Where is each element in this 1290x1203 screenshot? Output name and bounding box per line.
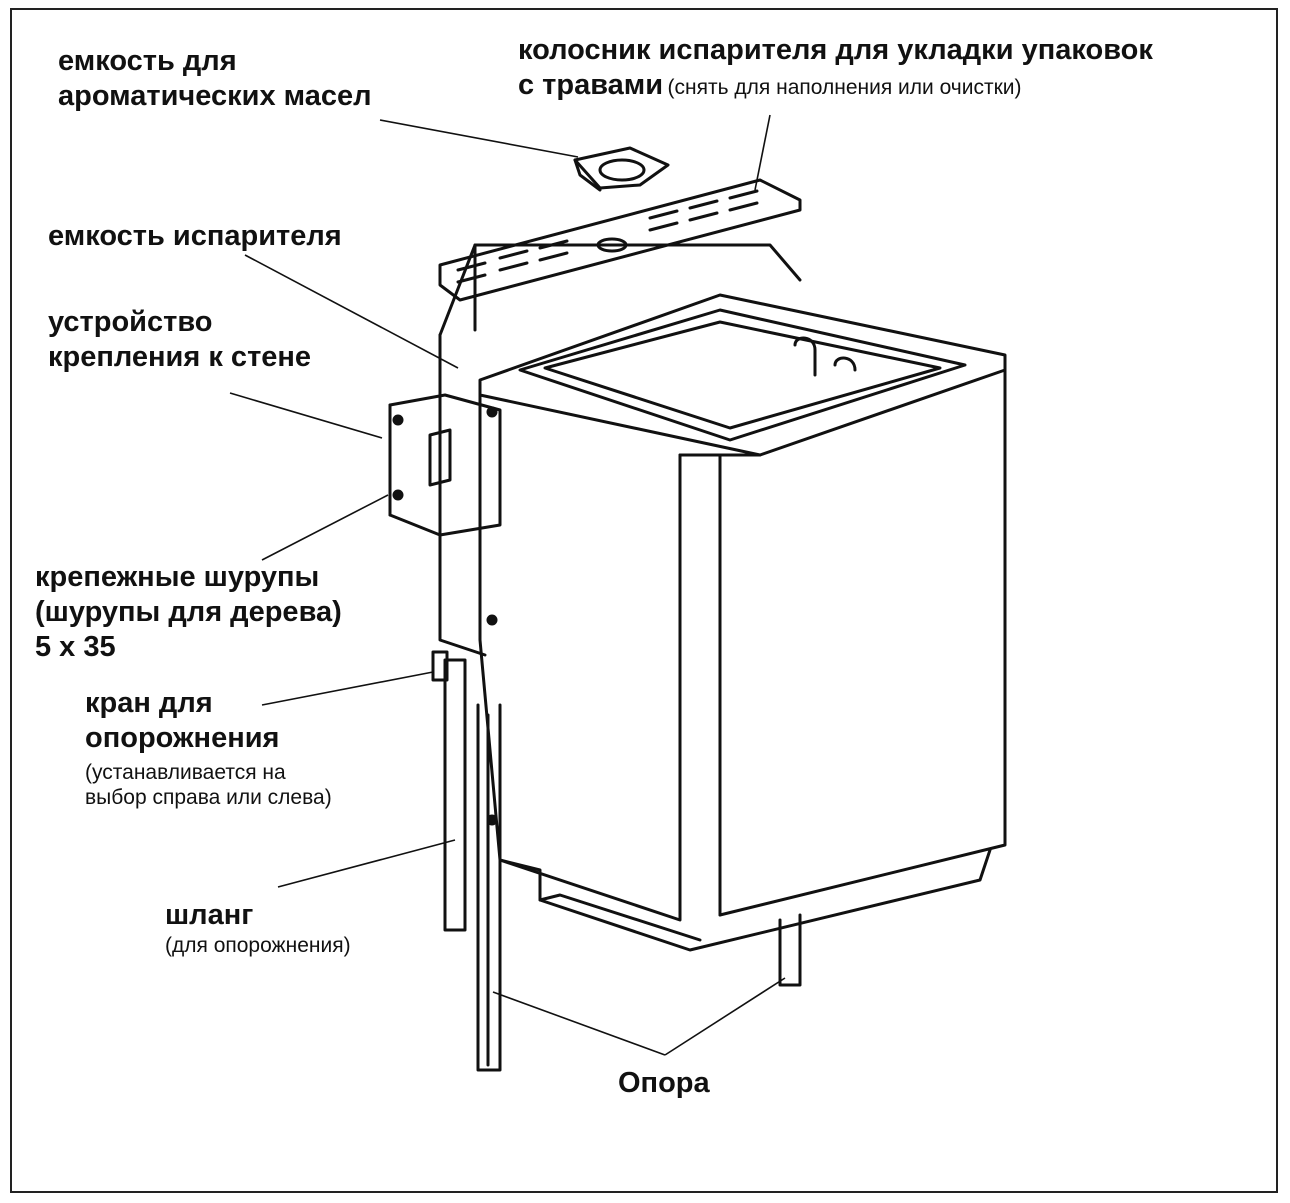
hose-label-note: (для опорожнения) [165, 933, 351, 957]
heater-body [478, 293, 1007, 952]
screws-label: крепежные шурупы (шурупы для дерева) 5 х… [35, 560, 342, 664]
screws-label-line1: крепежные шурупы [35, 561, 320, 593]
wall-mount-label-line2: крепления к стене [48, 340, 312, 373]
herb-grate-label: колосник испарителя для укладки упаковок… [518, 33, 1153, 103]
evaporator-label: емкость испарителя [48, 220, 342, 252]
hose-label-title: шланг [165, 899, 254, 931]
aroma-cup-label: емкость для ароматических масел [58, 44, 372, 114]
drain-tap-label: кран для опорожнения (устанавливается на… [85, 686, 332, 810]
wall-mount-label: устройство крепления к стене [48, 305, 311, 375]
evaporator-container [438, 243, 802, 657]
drain-tap-label-line1: кран для [85, 687, 213, 719]
herb-grate-label-line1: колосник испарителя для укладки упаковок [518, 34, 1153, 66]
diagram-frame [10, 8, 1278, 1193]
aroma-cup-label-line2: ароматических масел [58, 79, 372, 112]
aroma-oil-cup [573, 146, 670, 192]
wall-mount-bracket [388, 393, 502, 537]
drain-tap-and-hose [431, 650, 467, 932]
aroma-cup-label-line1: емкость для [58, 45, 237, 77]
support-label: Опора [618, 1067, 710, 1099]
herb-grate [438, 178, 802, 302]
screws-label-line2: (шурупы для дерева) [35, 595, 342, 628]
herb-grate-label-line2: с травами [518, 68, 664, 101]
drain-tap-note1: (устанавливается на [85, 760, 286, 784]
hose-label: шланг (для опорожнения) [165, 898, 351, 958]
leader-lines [229, 114, 786, 1056]
herb-grate-label-note: (снять для наполнения или очистки) [667, 75, 1022, 99]
wall-mount-label-line1: устройство [48, 306, 213, 338]
drain-tap-note2: выбор справа или слева) [85, 785, 332, 809]
support-legs [476, 703, 802, 1072]
screws-label-line3: 5 х 35 [35, 630, 116, 663]
drain-tap-label-line2: опорожнения [85, 721, 280, 754]
